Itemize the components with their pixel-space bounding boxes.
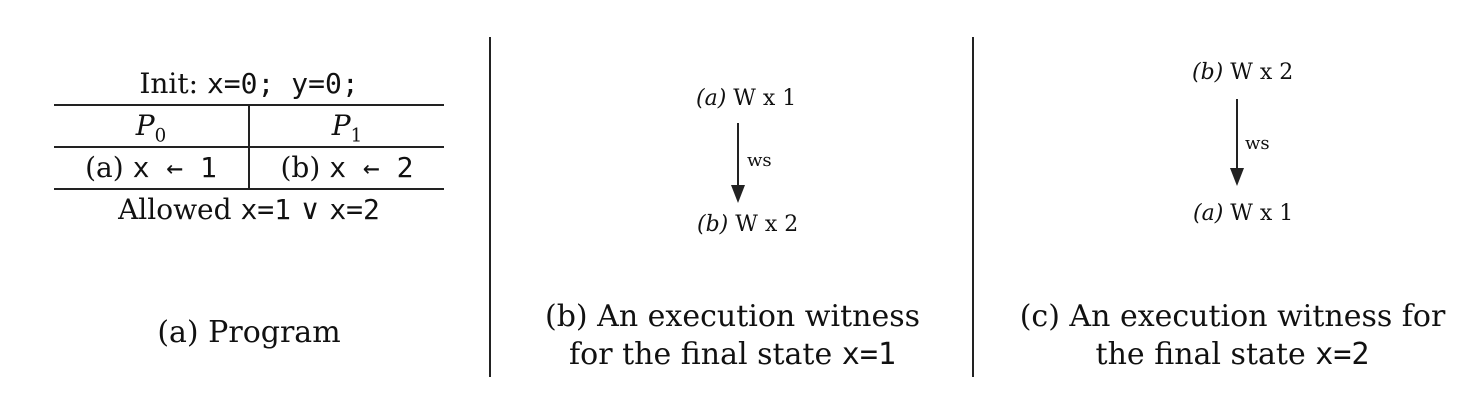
witness-b-arrow <box>737 123 739 187</box>
witness-c-arrow <box>1236 99 1238 170</box>
separator-left <box>489 37 491 377</box>
p0-sub: 0 <box>154 125 167 147</box>
header-p0: P0 <box>54 106 250 147</box>
arrowhead-icon <box>1230 168 1244 186</box>
event-text: W x 2 <box>1230 60 1294 85</box>
table-header-row: P0 P1 <box>54 106 444 147</box>
caption-c-line1: (c) An execution witness for <box>1019 299 1446 334</box>
cell-p1-instr: (b) x ← 2 <box>250 148 444 188</box>
arrowhead-icon <box>731 185 745 203</box>
caption-b-line2: for the final state x=1 <box>505 336 960 374</box>
allowed-line: Allowed x=1 ∨ x=2 <box>54 190 444 230</box>
witness-b-edge-label: ws <box>747 150 772 171</box>
init-code: x=0; y=0; <box>206 67 359 100</box>
p0-label: (a) <box>85 151 124 184</box>
caption-b: (b) An execution witness for the final s… <box>505 298 960 374</box>
caption-c: (c) An execution witness for the final s… <box>990 298 1475 374</box>
table-body-row: (a) x ← 1 (b) x ← 2 <box>54 148 444 188</box>
program-table: Init: x=0; y=0; P0 P1 (a) x ← 1 (b) x ← … <box>54 64 444 230</box>
caption-b-text: for the final state <box>569 337 833 372</box>
caption-b-line1: (b) An execution witness <box>545 299 920 334</box>
witness-c-bottom-node: (a) W x 1 <box>1193 201 1293 226</box>
init-label: Init: <box>139 67 199 100</box>
event-text: W x 2 <box>735 212 799 237</box>
event-label: (a) <box>696 86 727 111</box>
allowed-word: Allowed <box>118 193 232 226</box>
witness-b-top-node: (a) W x 1 <box>696 86 796 111</box>
p0-instr: x ← 1 <box>132 151 217 184</box>
caption-b-code: x=1 <box>841 337 896 372</box>
event-text: W x 1 <box>1230 201 1294 226</box>
table-rule <box>54 146 444 148</box>
allowed-cond1: x=1 <box>240 193 292 226</box>
p0-name: P <box>135 109 155 142</box>
allowed-or: ∨ <box>299 193 321 226</box>
p1-name: P <box>331 109 351 142</box>
p1-sub: 1 <box>350 125 363 147</box>
event-label: (b) <box>1192 60 1224 85</box>
init-line: Init: x=0; y=0; <box>54 64 444 104</box>
p1-instr: x ← 2 <box>329 151 414 184</box>
allowed-cond2: x=2 <box>329 193 380 226</box>
caption-c-code: x=2 <box>1315 337 1370 372</box>
table-rule <box>54 104 444 106</box>
witness-c-top-node: (b) W x 2 <box>1192 60 1293 85</box>
event-text: W x 1 <box>733 86 797 111</box>
separator-right <box>972 37 974 377</box>
caption-c-text: the final state <box>1095 337 1306 372</box>
caption-a: (a) Program <box>157 315 341 350</box>
caption-c-line2: the final state x=2 <box>990 336 1475 374</box>
table-rule <box>54 188 444 190</box>
cell-p0-instr: (a) x ← 1 <box>54 148 250 188</box>
p1-label: (b) <box>280 151 321 184</box>
witness-c-edge-label: ws <box>1245 133 1270 154</box>
header-p1: P1 <box>250 106 444 147</box>
event-label: (b) <box>697 212 729 237</box>
event-label: (a) <box>1193 201 1224 226</box>
witness-b-bottom-node: (b) W x 2 <box>697 212 798 237</box>
